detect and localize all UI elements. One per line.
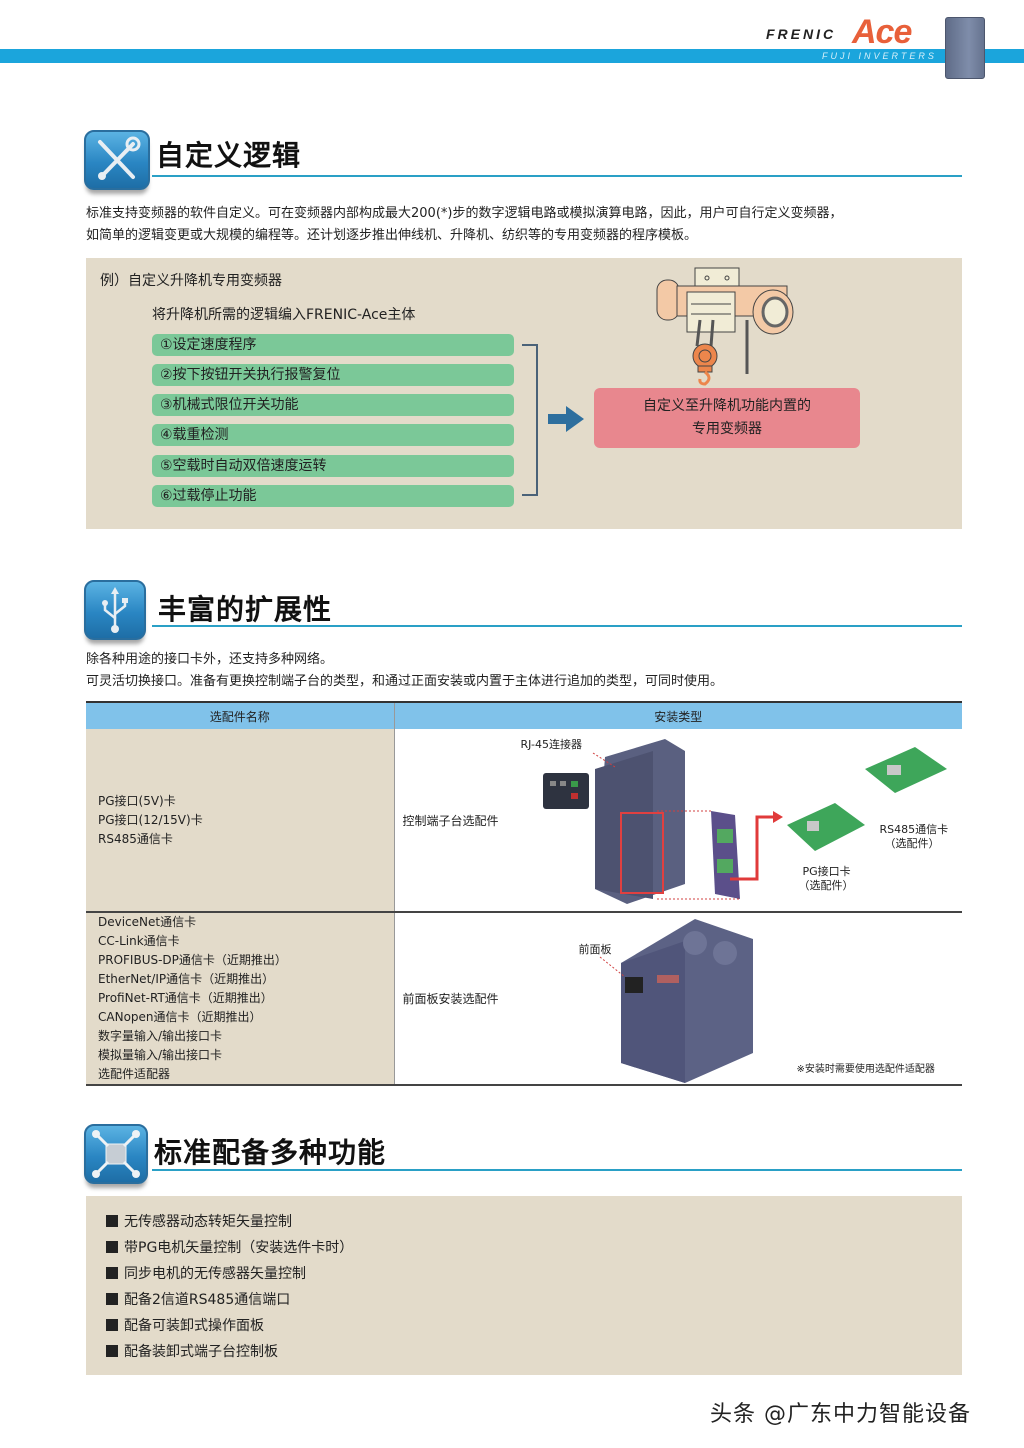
pg-card-note: （选配件） — [798, 879, 854, 892]
install-type: 控制端子台选配件 — [402, 813, 499, 828]
paragraph-line: 标准支持变频器的软件自定义。可在变频器内部构成最大200(*)步的数字逻辑电路或… — [86, 206, 843, 221]
feature-item: 无传感器动态转矩矢量控制 — [106, 1209, 353, 1235]
logic-step: ⑤空载时自动双倍速度运转 — [152, 455, 514, 477]
result-box: 自定义至升降机功能内置的 专用变频器 — [594, 388, 860, 448]
column-header: 安装类型 — [394, 701, 962, 729]
section-rule — [152, 625, 962, 627]
options-table: 选配件名称 安装类型 PG接口(5V)卡 PG接口(12/15V)卡 RS485… — [86, 701, 962, 1086]
option-name: 选配件适配器 — [98, 1067, 171, 1081]
feature-text: 无传感器动态转矩矢量控制 — [124, 1214, 292, 1230]
logic-step: ③机械式限位开关功能 — [152, 394, 514, 416]
option-name: ProfiNet-RT通信卡（近期推出） — [98, 991, 273, 1005]
front-panel-option-illustration: 前面板 ※安装时需要使用选配件适配器 — [395, 913, 963, 1085]
column-header: 选配件名称 — [86, 701, 395, 729]
section-title-custom-logic: 自定义逻辑 — [156, 139, 302, 172]
section-title-extensibility: 丰富的扩展性 — [158, 593, 333, 626]
logic-step: ④载重检测 — [152, 424, 514, 446]
option-names-cell: DeviceNet通信卡 CC-Link通信卡 PROFIBUS-DP通信卡（近… — [86, 912, 395, 1086]
rs485-card-label: RS485通信卡 — [879, 823, 949, 836]
option-name: EtherNet/IP通信卡（近期推出） — [98, 972, 275, 986]
section1-paragraph: 标准支持变频器的软件自定义。可在变频器内部构成最大200(*)步的数字逻辑电路或… — [86, 203, 966, 247]
option-name: PROFIBUS-DP通信卡（近期推出） — [98, 953, 287, 967]
square-bullet-icon — [106, 1241, 118, 1253]
square-bullet-icon — [106, 1345, 118, 1357]
feature-item: 同步电机的无传感器矢量控制 — [106, 1261, 353, 1287]
watermark: 头条 @广东中力智能设备 — [710, 1402, 971, 1427]
logic-step: ②按下按钮开关执行报警复位 — [152, 364, 514, 386]
feature-text: 带PG电机矢量控制（安装选件卡时） — [124, 1240, 354, 1256]
option-name: CANopen通信卡（近期推出） — [98, 1010, 262, 1024]
table-row: PG接口(5V)卡 PG接口(12/15V)卡 RS485通信卡 控制端子台选配… — [86, 729, 963, 913]
feature-item: 配备装卸式端子台控制板 — [106, 1339, 353, 1365]
paragraph-line: 除各种用途的接口卡外，还支持多种网络。 — [86, 652, 334, 667]
brand-frenic: FRENIC — [766, 26, 837, 42]
logic-step: ⑥过载停止功能 — [152, 485, 514, 507]
result-line: 自定义至升降机功能内置的 — [643, 398, 811, 414]
feature-text: 配备装卸式端子台控制板 — [124, 1344, 278, 1360]
features-list: 无传感器动态转矩矢量控制 带PG电机矢量控制（安装选件卡时） 同步电机的无传感器… — [106, 1209, 353, 1365]
feature-text: 配备可装卸式操作面板 — [124, 1318, 264, 1334]
section2-paragraph: 除各种用途的接口卡外，还支持多种网络。 可灵活切换接口。准备有更换控制端子台的类… — [86, 649, 966, 693]
adapter-note: ※安装时需要使用选配件适配器 — [796, 1064, 935, 1075]
install-type-cell: 控制端子台选配件 RJ-45连接器 — [394, 729, 963, 913]
option-names-cell: PG接口(5V)卡 PG接口(12/15V)卡 RS485通信卡 — [86, 729, 395, 913]
option-name: DeviceNet通信卡 — [98, 915, 197, 929]
features-panel — [86, 1196, 962, 1375]
brand-ace: Ace — [852, 13, 912, 51]
table-header-row: 选配件名称 安装类型 — [86, 701, 962, 729]
install-type-cell: 前面板安装选配件 前面板 ※安装时需要使用选配件适配器 — [394, 912, 963, 1086]
example-title: 例）自定义升降机专用变频器 — [100, 273, 282, 289]
option-name: 数字量输入/输出接口卡 — [98, 1029, 223, 1043]
feature-text: 配备2信道RS485通信端口 — [124, 1292, 291, 1308]
section-rule — [152, 1169, 962, 1171]
front-panel-label: 前面板 — [578, 943, 612, 956]
paragraph-line: 如简单的逻辑变更或大规模的编程等。还计划逐步推出伸线机、升降机、纺织等的专用变频… — [86, 228, 698, 243]
logic-step: ①设定速度程序 — [152, 334, 514, 356]
feature-text: 同步电机的无传感器矢量控制 — [124, 1266, 306, 1282]
header-bar — [0, 49, 1024, 63]
arrow-right-icon — [548, 406, 584, 436]
option-name: RS485通信卡 — [98, 831, 173, 846]
square-bullet-icon — [106, 1293, 118, 1305]
rs485-card-note: （选配件） — [884, 837, 940, 850]
feature-item: 配备可装卸式操作面板 — [106, 1313, 353, 1339]
inverter-device-icon — [945, 17, 985, 79]
steps-bracket — [522, 344, 538, 496]
feature-item: 带PG电机矢量控制（安装选件卡时） — [106, 1235, 353, 1261]
rj45-label: RJ-45连接器 — [520, 738, 582, 751]
wrench-screwdriver-icon — [84, 130, 150, 190]
section-title-standard-features: 标准配备多种功能 — [154, 1136, 387, 1169]
pg-card-label: PG接口卡 — [802, 865, 851, 878]
brand-subtitle: FUJI INVERTERS — [822, 51, 937, 61]
connector-node-icon — [84, 1124, 148, 1184]
hoist-crane-illustration — [655, 262, 805, 386]
result-line: 专用变频器 — [692, 421, 762, 437]
option-name: 模拟量输入/输出接口卡 — [98, 1048, 223, 1062]
square-bullet-icon — [106, 1267, 118, 1279]
section-rule — [152, 175, 962, 177]
table-row: DeviceNet通信卡 CC-Link通信卡 PROFIBUS-DP通信卡（近… — [86, 912, 963, 1086]
usb-icon — [84, 580, 146, 640]
example-subtitle: 将升降机所需的逻辑编入FRENIC-Ace主体 — [152, 307, 416, 323]
install-type: 前面板安装选配件 — [402, 992, 499, 1006]
square-bullet-icon — [106, 1215, 118, 1227]
feature-item: 配备2信道RS485通信端口 — [106, 1287, 353, 1313]
option-name: PG接口(5V)卡 — [98, 793, 176, 808]
paragraph-line: 可灵活切换接口。准备有更换控制端子台的类型，和通过正面安装或内置于主体进行追加的… — [86, 674, 724, 689]
terminal-option-illustration: RJ-45连接器 — [395, 729, 963, 912]
option-name: CC-Link通信卡 — [98, 934, 180, 948]
option-name: PG接口(12/15V)卡 — [98, 812, 203, 827]
square-bullet-icon — [106, 1319, 118, 1331]
